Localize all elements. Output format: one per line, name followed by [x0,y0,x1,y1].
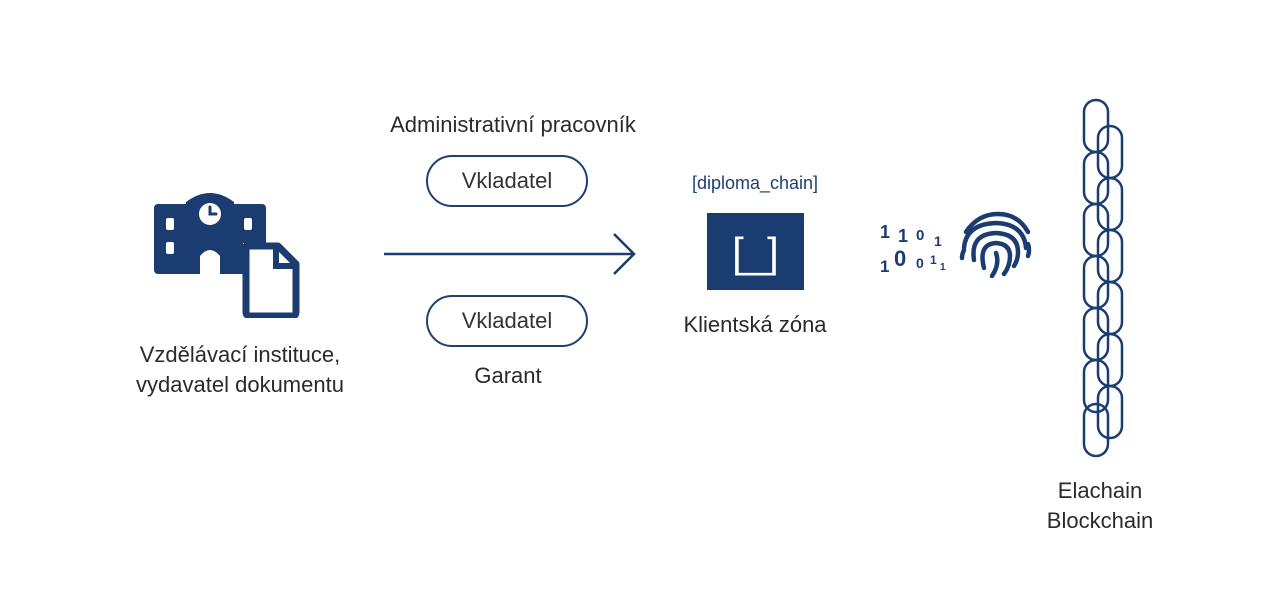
blockchain-chain-icon [1082,98,1124,458]
fingerprint-icon [959,211,1032,279]
diploma-chain-brand: [diploma_chain] [691,173,819,193]
institution-label: Vzdělávací instituce, vydavatel dokument… [80,340,400,400]
logo-glyph: [_] [732,229,779,276]
blockchain-label: Elachain Blockchain [1020,476,1180,536]
garant-role-caption: Garant [474,363,542,388]
binary-digits-icon: 1 1 0 1 1 0 0 1 1 [880,222,946,276]
binary-digit: 1 [880,222,890,242]
binary-digit: 1 [898,226,908,246]
institution-label-line1: Vzdělávací instituce, [139,342,341,367]
binary-digit: 0 [894,246,906,271]
client-zone-label: Klientská zóna [683,312,827,337]
depositor-pill-garant[interactable]: Vkladatel [426,295,588,347]
school-building-icon [154,193,300,318]
diploma-chain-logo[interactable]: [_] [707,213,804,290]
binary-digit: 0 [916,255,924,271]
binary-digit: 0 [916,227,924,244]
binary-digit: 1 [930,253,937,267]
depositor-pill-admin[interactable]: Vkladatel [426,155,588,207]
institution-label-line2: vydavatel dokumentu [136,372,344,397]
blockchain-label-line1: Elachain [1057,478,1143,503]
binary-digit: 1 [940,262,946,273]
admin-role-caption: Administrativní pracovník [390,112,636,137]
binary-digit: 1 [934,233,942,249]
binary-digit: 1 [880,257,889,276]
blockchain-label-line2: Blockchain [1046,508,1154,533]
flow-arrow [384,233,636,275]
